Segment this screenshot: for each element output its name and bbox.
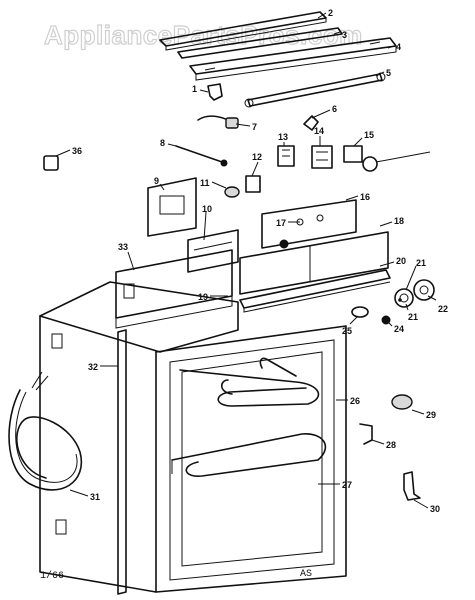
callout-21-upper: 21	[416, 258, 426, 268]
footer-drawing-code: AS	[300, 569, 312, 580]
callout-14: 14	[314, 126, 324, 136]
part-11-switch-knob	[224, 186, 240, 198]
callout-1: 1	[192, 84, 197, 94]
callout-8: 8	[160, 138, 165, 148]
part-4-frame-rail	[189, 37, 397, 81]
callout-13: 13	[278, 132, 288, 142]
callout-3: 3	[342, 30, 347, 40]
part-8-element-pin	[175, 145, 228, 167]
part-18-backsplash	[239, 231, 389, 295]
part-27-bake-element	[171, 433, 327, 477]
part-13-switch	[277, 145, 295, 167]
callout-21-lower: 21	[408, 312, 418, 322]
callout-26: 26	[350, 396, 360, 406]
callout-32: 32	[88, 362, 98, 372]
part-20-trim-strip	[239, 269, 391, 313]
oven-cabinet	[39, 281, 347, 593]
part-9-mounting-plate	[147, 177, 197, 237]
callout-leaders	[55, 12, 437, 509]
callout-24: 24	[394, 324, 404, 334]
part-32-side-trim	[117, 329, 127, 595]
watermark: AppliancePartsPros.com	[44, 20, 363, 50]
part-26-broil-element	[179, 357, 320, 407]
part-22-knob	[413, 279, 435, 301]
callout-19: 19	[198, 292, 208, 302]
part-7-lamp-socket	[197, 115, 239, 129]
part-28-hinge-bracket	[359, 423, 373, 445]
callout-31: 31	[90, 492, 100, 502]
callout-5: 5	[386, 68, 391, 78]
callout-18: 18	[394, 216, 404, 226]
callout-36: 36	[72, 146, 82, 156]
callout-28: 28	[386, 440, 396, 450]
callout-29: 29	[426, 410, 436, 420]
callout-12: 12	[252, 152, 262, 162]
part-2-top-trim	[159, 11, 327, 51]
callout-25: 25	[342, 326, 352, 336]
part-15-thermostat	[343, 145, 431, 172]
part-36-clip	[43, 155, 59, 171]
callout-10: 10	[202, 204, 212, 214]
callout-2: 2	[328, 8, 333, 18]
part-29-receptacle	[391, 394, 413, 410]
part-1-lamp-holder	[207, 83, 223, 101]
callout-20: 20	[396, 256, 406, 266]
callout-22: 22	[438, 304, 448, 314]
callout-33: 33	[118, 242, 128, 252]
part-14-switch	[311, 145, 333, 169]
callout-9: 9	[154, 176, 159, 186]
callout-30: 30	[430, 504, 440, 514]
callout-17: 17	[276, 218, 286, 228]
part-3-trim-strip	[177, 27, 343, 59]
part-6-bracket	[303, 115, 319, 131]
part-31-wire-harness	[8, 371, 83, 491]
part-12-relay	[245, 175, 261, 193]
part-10-panel-bracket	[187, 229, 239, 273]
callout-15: 15	[364, 130, 374, 140]
part-21-knob	[394, 288, 414, 308]
callout-27: 27	[342, 480, 352, 490]
callout-6: 6	[332, 104, 337, 114]
callout-labels: 2 3 4 5 1 6 7 8 13 14 15 36 12 9 11 16 1…	[72, 8, 448, 514]
part-5-lamp-tube	[244, 72, 386, 108]
callout-4: 4	[396, 42, 401, 52]
callout-11: 11	[200, 178, 210, 188]
part-30-door-hinge	[403, 471, 421, 501]
part-33-console-frame	[115, 249, 233, 329]
footer-page-code: 1/66	[40, 570, 64, 582]
part-25-knob-insert	[351, 306, 369, 318]
callout-16: 16	[360, 192, 370, 202]
part-21-knob-second	[398, 298, 402, 302]
callout-7: 7	[252, 122, 257, 132]
